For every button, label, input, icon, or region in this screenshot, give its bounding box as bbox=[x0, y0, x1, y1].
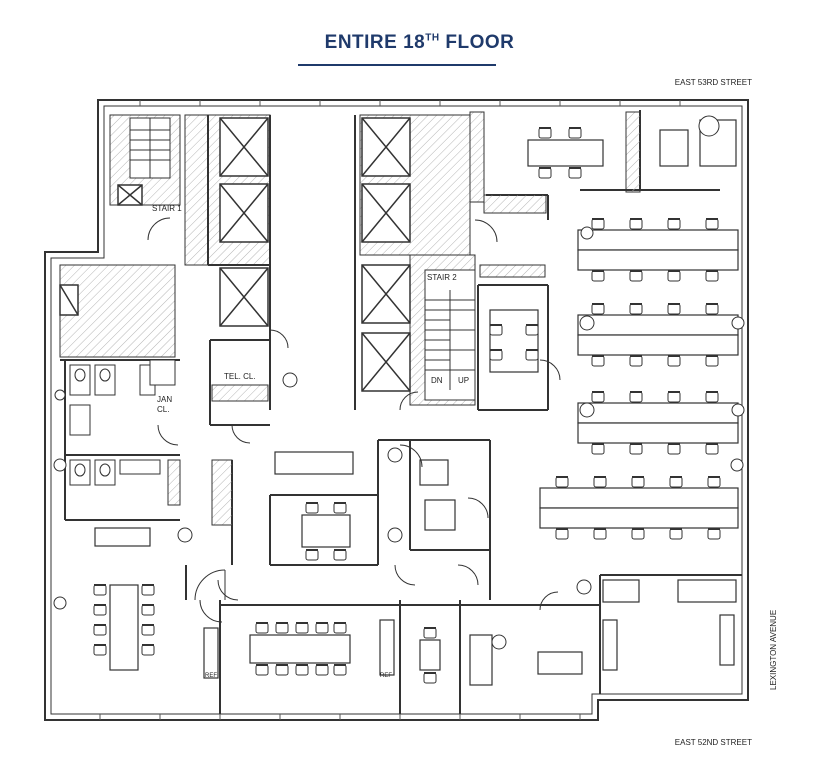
stair2-label: STAIR 2 bbox=[427, 273, 457, 282]
conference-tables bbox=[109, 129, 689, 671]
stair-2 bbox=[424, 269, 476, 401]
avenue-east-label: LEXINGTON AVENUE bbox=[769, 610, 778, 690]
window-mullions bbox=[99, 100, 681, 720]
outer-walls bbox=[44, 99, 749, 721]
stair1-label: STAIR 1 bbox=[152, 204, 182, 213]
refrigerator-label-2: REF bbox=[380, 673, 392, 679]
stair-1 bbox=[129, 117, 171, 179]
closet-label: CL. bbox=[157, 405, 169, 414]
title-underline bbox=[298, 64, 496, 66]
stair-down-label: DN bbox=[431, 376, 443, 385]
street-north-label: EAST 53RD STREET bbox=[675, 78, 752, 87]
refrigerator-label-1: REF bbox=[205, 673, 217, 679]
door-swings bbox=[147, 217, 561, 623]
tel-closet-label: TEL. CL. bbox=[224, 372, 256, 381]
janitor-label: JAN bbox=[157, 395, 172, 404]
office-desks bbox=[94, 119, 737, 686]
columns bbox=[53, 115, 745, 650]
restroom-fixtures bbox=[69, 359, 176, 486]
street-south-label: EAST 52ND STREET bbox=[675, 738, 752, 747]
floor-title: ENTIRE 18TH FLOOR bbox=[324, 32, 515, 53]
elevators bbox=[59, 117, 411, 392]
stair-up-label: UP bbox=[458, 376, 469, 385]
kitchen-counters bbox=[167, 111, 641, 526]
workstations bbox=[539, 229, 739, 529]
